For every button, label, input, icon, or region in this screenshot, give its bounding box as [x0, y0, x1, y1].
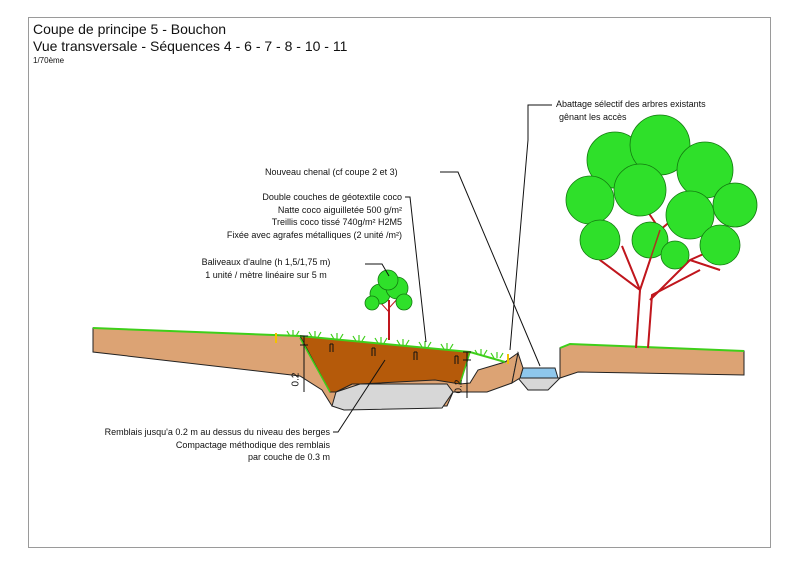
- right-bank-grass-line: [559, 342, 745, 352]
- diagram-title: Coupe de principe 5 - Bouchon: [33, 21, 227, 37]
- label-remblais: Remblais jusqu'a 0.2 m au dessus du nive…: [104, 427, 330, 462]
- alder-sapling: [364, 269, 413, 340]
- dimension-right-value: 0.2: [453, 379, 465, 394]
- leader-abattage: [509, 104, 552, 351]
- left-bank-grass-line: [92, 327, 506, 363]
- leader-baliveaux: [365, 263, 390, 277]
- yellow-stakes: [275, 333, 509, 364]
- leader-geotextile: [405, 196, 427, 343]
- channel-gravel: [516, 377, 562, 391]
- label-baliveaux: Baliveaux d'aulne (h 1,5/1,75 m) 1 unité…: [201, 257, 331, 280]
- dimension-left-value: 0.2: [290, 372, 302, 387]
- diagram-subtitle: Vue transversale - Séquences 4 - 6 - 7 -…: [33, 38, 348, 54]
- leader-lines: [333, 104, 552, 433]
- drawing-frame: [28, 17, 771, 548]
- grass-tufts: [286, 330, 504, 359]
- label-abattage: Abattage sélectif des arbres existants g…: [556, 99, 706, 122]
- plug-gravel-base: [331, 383, 454, 411]
- leader-remblais: [333, 359, 386, 433]
- dimension-left: [300, 335, 308, 392]
- scale-label: 1/70ème: [33, 56, 65, 65]
- plug-slope-grass: [299, 337, 331, 393]
- dimension-right: [463, 351, 471, 398]
- label-geotextile: Double couches de géotextile coco Natte …: [226, 192, 402, 240]
- leader-chenal: [440, 171, 541, 367]
- channel-water: [519, 367, 559, 379]
- metal-staples: [329, 343, 459, 364]
- plug-slope-grass-right: [459, 351, 471, 385]
- label-chenal: Nouveau chenal (cf coupe 2 et 3): [265, 167, 398, 177]
- channel-wall-left: [511, 351, 524, 385]
- existing-tree: [565, 114, 758, 349]
